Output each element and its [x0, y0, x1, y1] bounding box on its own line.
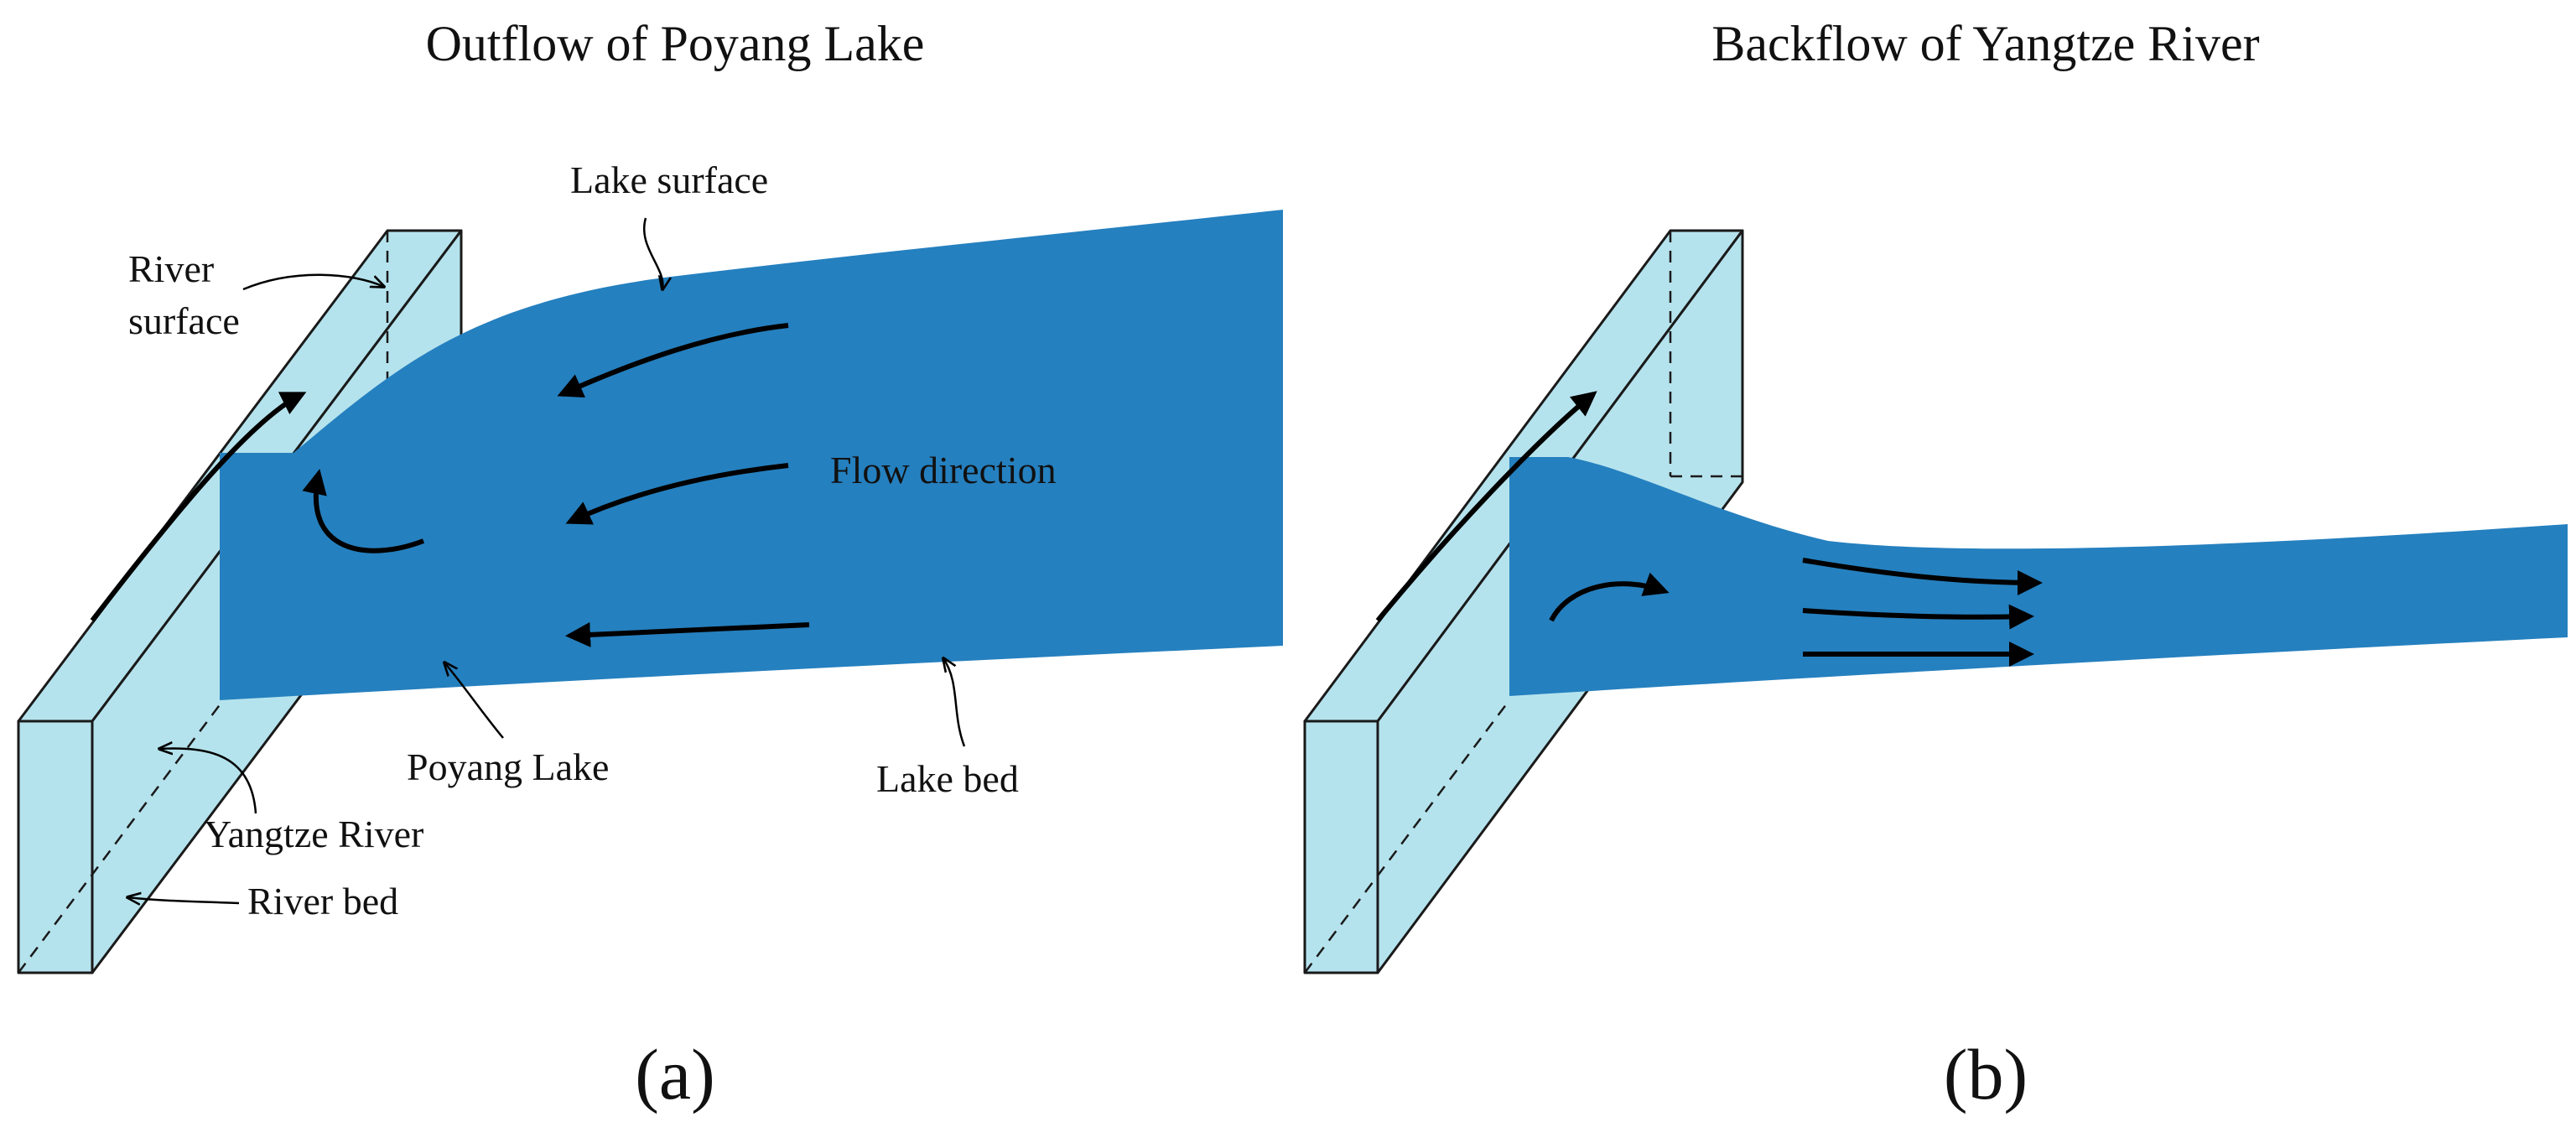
backflow-arrow-1 — [1802, 558, 2043, 595]
label-lake-surface: Lake surface — [570, 158, 768, 201]
lake-flow-arrow-1 — [557, 323, 789, 397]
panel-b: Backflow of Yangtze River (b) — [1303, 16, 2568, 1114]
label-river-surface-2: surface — [128, 299, 240, 342]
leader-river-bed — [127, 897, 240, 903]
label-poyang-lake: Poyang Lake — [407, 746, 609, 788]
label-river-surface-1: River — [128, 247, 214, 290]
river-bed-hidden-edge-b — [1304, 699, 1510, 974]
leader-lake-bed — [943, 658, 966, 747]
river-flow-arrow — [90, 392, 307, 622]
panel-b-label: (b) — [1944, 1034, 2028, 1114]
leader-river-surface — [242, 273, 384, 291]
river-front-face-b — [1303, 720, 1379, 974]
label-lake-bed: Lake bed — [876, 757, 1019, 800]
poyang-lake-water — [220, 210, 1283, 700]
label-flow-direction: Flow direction — [830, 449, 1057, 491]
lake-eddy-arrow — [302, 469, 425, 553]
panel-a: Outflow of Poyang Lake Lake surface Rive… — [17, 16, 1283, 1114]
river-front-face — [17, 720, 94, 974]
river-bed-hidden-edge — [18, 662, 252, 974]
lake-flow-arrow-3 — [565, 621, 810, 647]
panel-a-title: Outflow of Poyang Lake — [426, 16, 925, 71]
lake-river-junction — [220, 453, 293, 470]
label-yangtze-river: Yangtze River — [204, 813, 423, 855]
leader-poyang-lake — [444, 662, 504, 739]
label-river-bed: River bed — [247, 880, 398, 922]
poyang-lake-water-b — [1509, 457, 2568, 696]
river-flow-arrow-b — [1375, 391, 1597, 622]
backflow-arrow-2 — [1802, 604, 2034, 630]
panel-b-title: Backflow of Yangtze River — [1711, 16, 2259, 71]
panel-a-label: (a) — [635, 1034, 714, 1114]
leader-lake-surface — [643, 217, 662, 289]
leader-yangtze-river — [159, 749, 257, 814]
eddy-arrow-b — [1549, 572, 1670, 622]
lake-flow-arrow-2 — [565, 463, 789, 525]
